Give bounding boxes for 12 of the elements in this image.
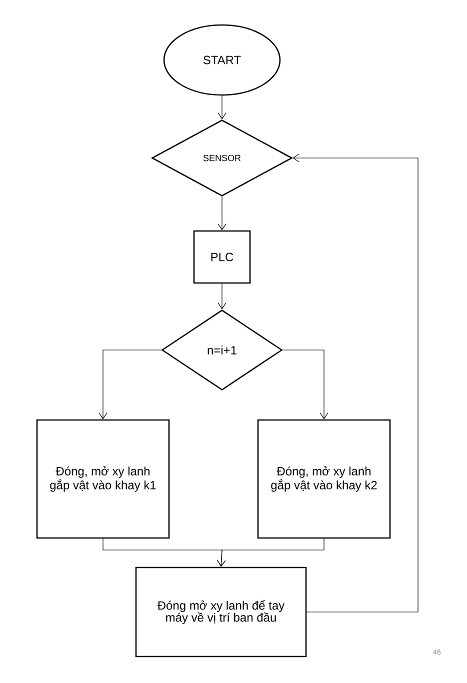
- arrow: [218, 95, 226, 120]
- arrow: [98, 350, 162, 420]
- flowchart-terminal: START: [163, 24, 281, 96]
- arrow: [218, 196, 226, 230]
- process-box: Đóng, mở xy lanh gắp vật vào khay k1: [36, 419, 170, 539]
- process-box: Đóng mở xy lanh để tay máy về vị trí ban đầu: [135, 566, 307, 658]
- arrow: [292, 154, 418, 612]
- arrow: [282, 350, 328, 420]
- process-box: PLC: [193, 230, 251, 284]
- process-box: Đóng, mở xy lanh gắp vật vào khay k2: [257, 419, 391, 539]
- arrow: [218, 283, 226, 310]
- arrow: [217, 538, 324, 567]
